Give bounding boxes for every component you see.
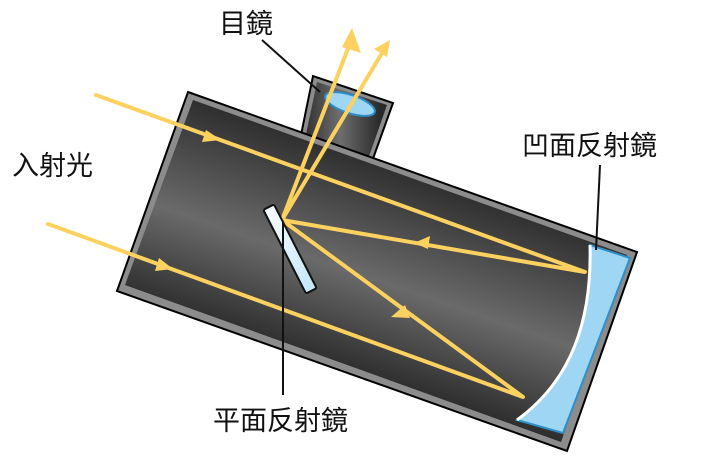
leader-lines <box>261 39 601 395</box>
ray-upper <box>94 36 587 274</box>
arrowhead-icon <box>374 40 390 57</box>
triangle-marker-icon <box>391 305 410 318</box>
concave-mirror <box>514 243 632 435</box>
main-tube <box>115 90 639 453</box>
triangle-marker-icon <box>155 258 173 271</box>
direction-markers <box>155 130 430 318</box>
triangle-marker-icon <box>414 236 430 249</box>
arrowhead-icon <box>342 28 361 53</box>
flat-mirror-label: 平面反射鏡 <box>213 406 348 437</box>
flat-mirror <box>263 204 317 294</box>
ray-arrowheads <box>342 28 390 57</box>
incident-light-label: 入射光 <box>12 151 93 182</box>
triangle-marker-icon <box>202 130 221 142</box>
eyepiece-label: 目鏡 <box>219 9 273 40</box>
concave-mirror-label: 凹面反射鏡 <box>522 131 657 162</box>
concave-mirror-leader <box>595 164 601 251</box>
eyepiece-leader <box>261 39 321 93</box>
